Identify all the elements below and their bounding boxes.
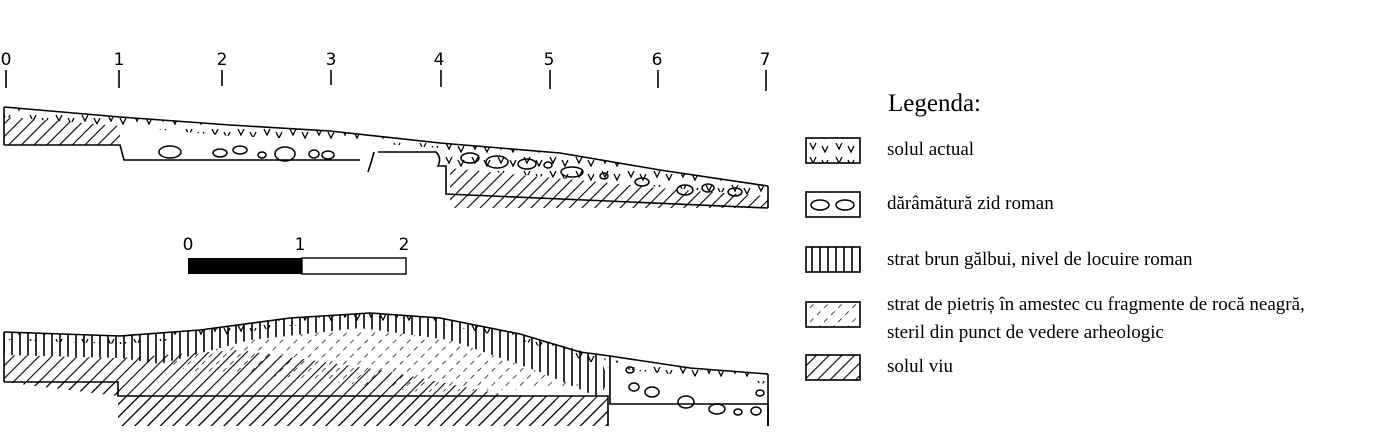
ruler-tick-2: 2 xyxy=(217,50,228,86)
ruler-tick-4: 4 xyxy=(434,50,445,87)
ruler-label-7: 7 xyxy=(760,50,771,70)
upper-base-line xyxy=(4,144,769,209)
legend-swatch-ovals xyxy=(805,191,861,218)
upper-surface-line xyxy=(3,106,769,187)
ruler-label-1: 1 xyxy=(114,50,125,70)
lower-daramatura xyxy=(625,366,765,416)
scale-bar-black-segment xyxy=(188,258,302,274)
ruler-label-5: 5 xyxy=(544,50,555,70)
distance-ruler: 0 1 2 3 4 5 6 7 xyxy=(1,50,771,91)
legend-label: solul actual xyxy=(887,139,974,160)
legend-label-line-1: strat de pietriș în amestec cu fragmente… xyxy=(887,294,1305,315)
scale-label-2: 2 xyxy=(399,235,410,255)
scale-label-1: 1 xyxy=(295,235,306,255)
lower-profile xyxy=(3,312,769,426)
ruler-tick-5: 5 xyxy=(544,50,555,89)
lower-surface-line xyxy=(3,312,769,375)
scale-bar-white-segment xyxy=(301,257,407,275)
lower-solul-viu-base xyxy=(4,350,608,426)
upper-solul-viu-left xyxy=(4,117,120,145)
ruler-label-0: 0 xyxy=(1,50,12,70)
legend-label: strat brun gălbui, nivel de locuire roma… xyxy=(887,249,1193,270)
legend-title: Legenda: xyxy=(888,90,981,117)
ruler-tick-3: 3 xyxy=(326,50,337,85)
ruler-tick-1: 1 xyxy=(114,50,125,88)
legend-item-strat-pietris: strat de pietriș în amestec cu fragmente… xyxy=(805,294,1305,343)
upper-daramatura xyxy=(158,145,743,197)
legend-label: dărâmătură zid roman xyxy=(887,193,1054,214)
legend-item-strat-brun: strat brun gălbui, nivel de locuire roma… xyxy=(805,246,1193,273)
legend-item-solul-actual: solul actual xyxy=(805,137,974,164)
legend-swatch-diagonal-hatch xyxy=(805,354,861,381)
legend-item-daramatura: dărâmătură zid roman xyxy=(805,191,1054,218)
scale-bar: 0 1 2 xyxy=(183,235,410,275)
legend-swatch-vertical-lines xyxy=(805,246,861,273)
legend-label-line-2: steril din punct de vedere arheologic xyxy=(887,322,1164,343)
ruler-tick-7: 7 xyxy=(760,50,771,91)
scale-label-0: 0 xyxy=(183,235,194,255)
ruler-tick-0: 0 xyxy=(1,50,12,88)
legend-swatch-dashed-diagonal xyxy=(805,301,861,328)
lower-strat-pietris xyxy=(160,328,590,392)
ruler-label-4: 4 xyxy=(434,50,445,70)
ruler-tick-6: 6 xyxy=(652,50,663,88)
legend-label: solul viu xyxy=(887,356,953,377)
ruler-label-3: 3 xyxy=(326,50,337,70)
ruler-label-6: 6 xyxy=(652,50,663,70)
upper-profile xyxy=(3,106,769,209)
legend-swatch-v-marks xyxy=(805,137,861,164)
upper-solul-actual xyxy=(4,107,768,196)
ruler-label-2: 2 xyxy=(217,50,228,70)
legend-item-solul-viu: solul viu xyxy=(805,354,953,381)
legend: Legenda: solul actual dărâmătură zid rom… xyxy=(805,90,1305,381)
